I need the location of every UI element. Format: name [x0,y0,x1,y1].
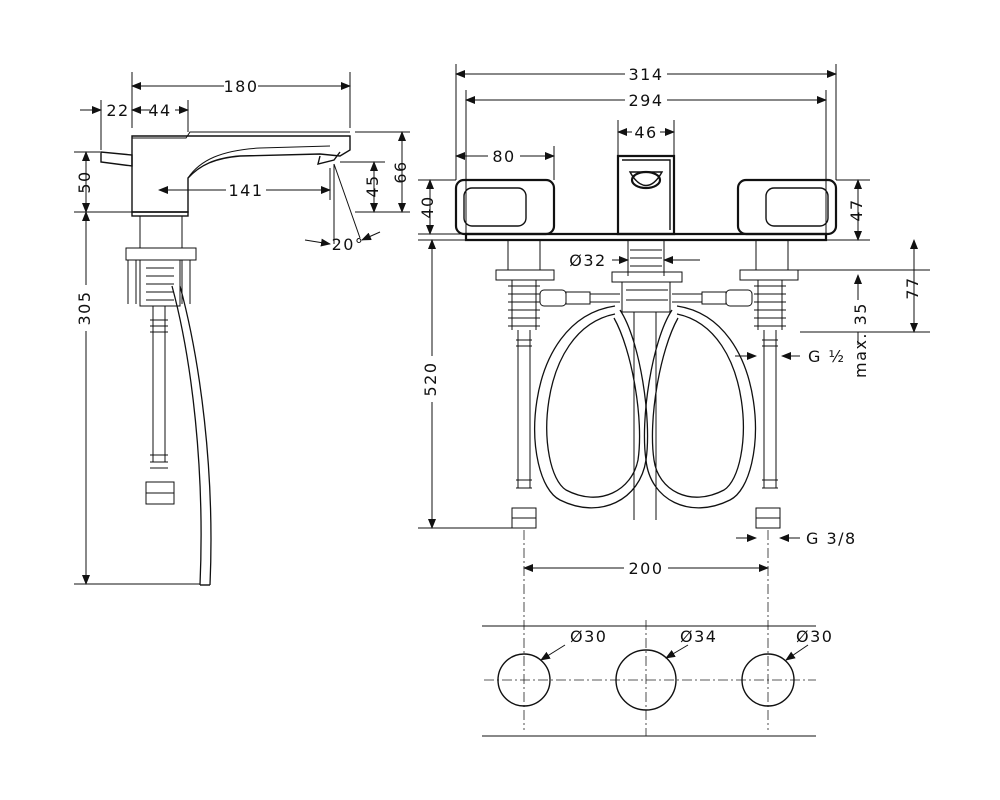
dim-shank-diameter: Ø32 [569,251,606,270]
hole-right-label: Ø30 [796,627,833,646]
dim-body-width: 44 [148,101,171,120]
fixings [495,240,799,529]
dim-lever-offset: 22 [106,101,129,120]
dim-max-deck: max. 35 [851,302,870,378]
dim-inner-width: 294 [628,91,663,110]
left-handle [454,178,556,236]
right-handle [736,178,838,236]
dim-body-height: 50 [75,170,94,193]
dim-hose-length: 520 [421,361,440,396]
dim-deck-depth: 305 [75,290,94,325]
dim-inlet-thread: G 3/8 [806,529,857,548]
dim-spout-width: 46 [634,123,657,142]
dim-outlet-thread: G ½ [808,347,846,366]
dim-spout-reach: 141 [228,181,263,200]
dim-handle-width: 80 [492,147,515,166]
dim-spout-height: 66 [391,160,410,183]
hole-center-label: Ø34 [680,627,717,646]
dim-fixing-depth: 77 [903,276,922,299]
front-view: 314 294 46 80 40 47 [418,64,930,730]
side-view: 180 22 44 141 66 45 50 [74,72,410,586]
side-faucet-body [100,131,351,586]
dim-overall-length: 180 [223,77,258,96]
front-dimensions: 314 294 46 80 40 47 [418,64,930,730]
hole-right [741,653,795,707]
hole-left [497,653,551,707]
dim-handle-height-left: 40 [418,195,437,218]
side-dimensions: 180 22 44 141 66 45 50 [74,72,410,585]
hole-left-label: Ø30 [570,627,607,646]
dim-overall-width: 314 [628,65,663,84]
dim-outlet-height: 45 [363,174,382,197]
dim-outlet-angle: 20° [332,235,365,254]
hole-layout: Ø30 Ø34 Ø30 [482,620,833,737]
hoses [534,305,757,509]
dim-hole-spacing: 200 [628,559,663,578]
hole-center [615,649,677,711]
dim-handle-height-right: 47 [847,198,866,221]
spout [616,154,676,236]
